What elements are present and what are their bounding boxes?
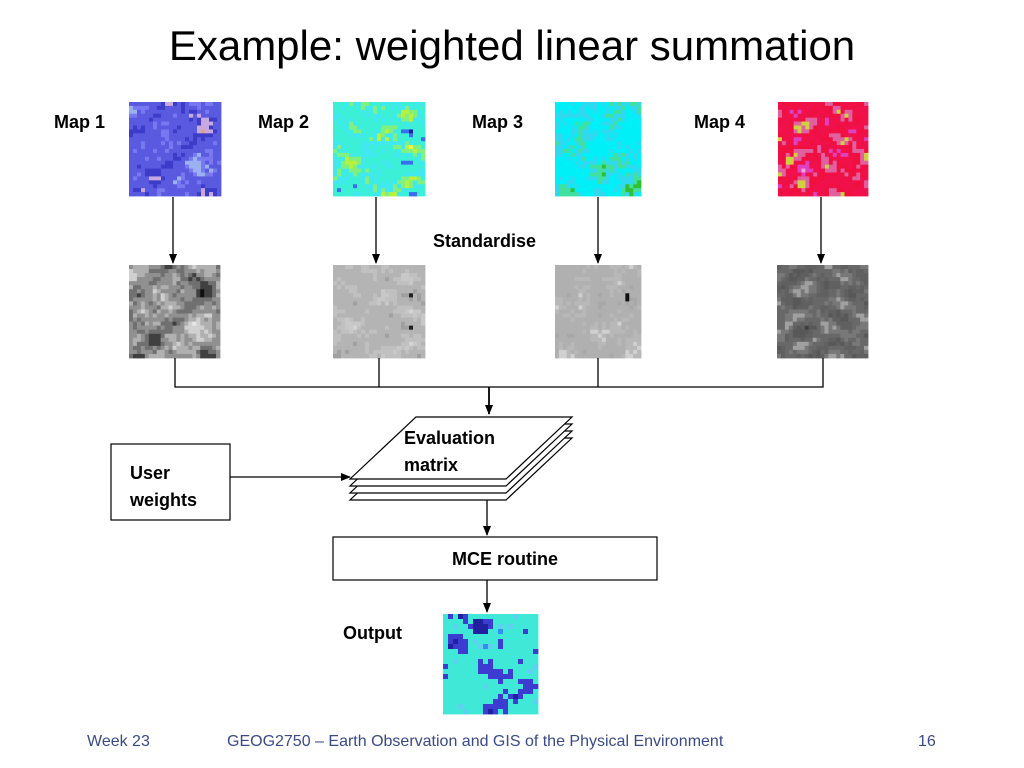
map-4-image bbox=[778, 102, 869, 197]
standardised-map-1-image bbox=[129, 265, 221, 359]
output-label: Output bbox=[343, 623, 402, 643]
map-3-label: Map 3 bbox=[472, 112, 524, 132]
user-weights-box: User weights bbox=[110, 443, 231, 521]
map-1-label: Map 1 bbox=[54, 112, 106, 132]
evaluation-matrix-line-1: Evaluation bbox=[404, 428, 495, 448]
merge-connector bbox=[174, 358, 824, 388]
standardised-map-2-image bbox=[333, 265, 426, 359]
footer-course: GEOG2750 – Earth Observation and GIS of … bbox=[227, 733, 724, 750]
slide-title: Example: weighted linear summation bbox=[168, 22, 856, 69]
standardised-map-4-image bbox=[777, 265, 869, 359]
output-map-image bbox=[443, 614, 539, 715]
footer-week: Week 23 bbox=[87, 733, 150, 750]
map-3-image bbox=[555, 102, 642, 197]
mce-routine-label: MCE routine bbox=[452, 549, 558, 569]
map-2-image bbox=[333, 102, 426, 197]
standardise-label: Standardise bbox=[433, 231, 537, 251]
evaluation-matrix: Evaluation matrix bbox=[348, 416, 574, 501]
map-4-label: Map 4 bbox=[694, 112, 746, 132]
evaluation-matrix-line-2: matrix bbox=[404, 455, 458, 475]
footer-page-number: 16 bbox=[918, 733, 936, 750]
user-weights-line-2: weights bbox=[129, 490, 197, 510]
mce-routine-box: MCE routine bbox=[332, 536, 658, 581]
standardised-map-3-image bbox=[555, 265, 642, 359]
map-2-label: Map 2 bbox=[258, 112, 310, 132]
user-weights-line-1: User bbox=[130, 463, 170, 483]
map-1-image bbox=[129, 102, 222, 197]
